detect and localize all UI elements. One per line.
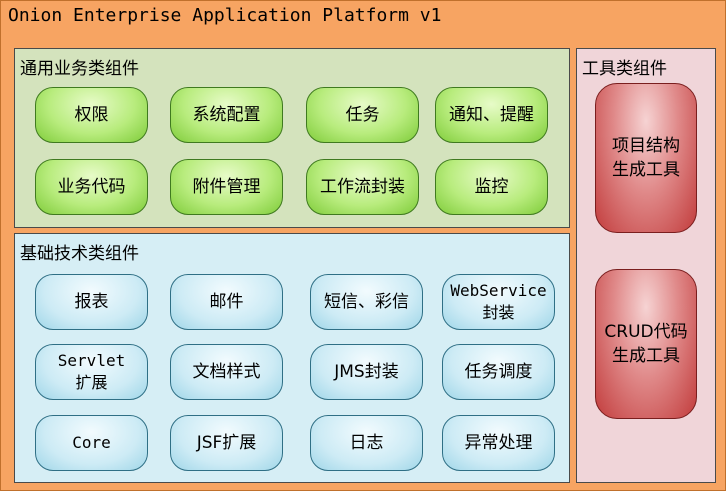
component-sms-mms: 短信、彩信 xyxy=(310,274,423,330)
component-task: 任务 xyxy=(306,87,419,143)
component-exception: 异常处理 xyxy=(442,415,555,471)
component-log: 日志 xyxy=(310,415,423,471)
tool-project-generator: 项目结构 生成工具 xyxy=(595,83,697,233)
component-notification: 通知、提醒 xyxy=(435,87,548,143)
component-jsf: JSF扩展 xyxy=(170,415,283,471)
component-attachment: 附件管理 xyxy=(170,159,283,215)
component-monitor: 监控 xyxy=(435,159,548,215)
component-core: Core xyxy=(35,415,148,471)
component-report: 报表 xyxy=(35,274,148,330)
component-mail: 邮件 xyxy=(170,274,283,330)
common-business-panel-title: 通用业务类组件 xyxy=(20,59,139,79)
component-jms: JMS封装 xyxy=(310,344,423,400)
component-scheduler: 任务调度 xyxy=(442,344,555,400)
component-servlet: Servlet 扩展 xyxy=(35,344,148,400)
component-system-config: 系统配置 xyxy=(170,87,283,143)
component-doc-style: 文档样式 xyxy=(170,344,283,400)
component-webservice: WebService 封装 xyxy=(442,274,555,330)
component-workflow: 工作流封装 xyxy=(306,159,419,215)
tool-crud-generator: CRUD代码 生成工具 xyxy=(595,269,697,419)
component-business-code: 业务代码 xyxy=(35,159,148,215)
component-permission: 权限 xyxy=(35,87,148,143)
tools-panel-title: 工具类组件 xyxy=(582,59,667,79)
base-technology-panel-title: 基础技术类组件 xyxy=(20,244,139,264)
app-title: Onion Enterprise Application Platform v1 xyxy=(8,5,442,26)
